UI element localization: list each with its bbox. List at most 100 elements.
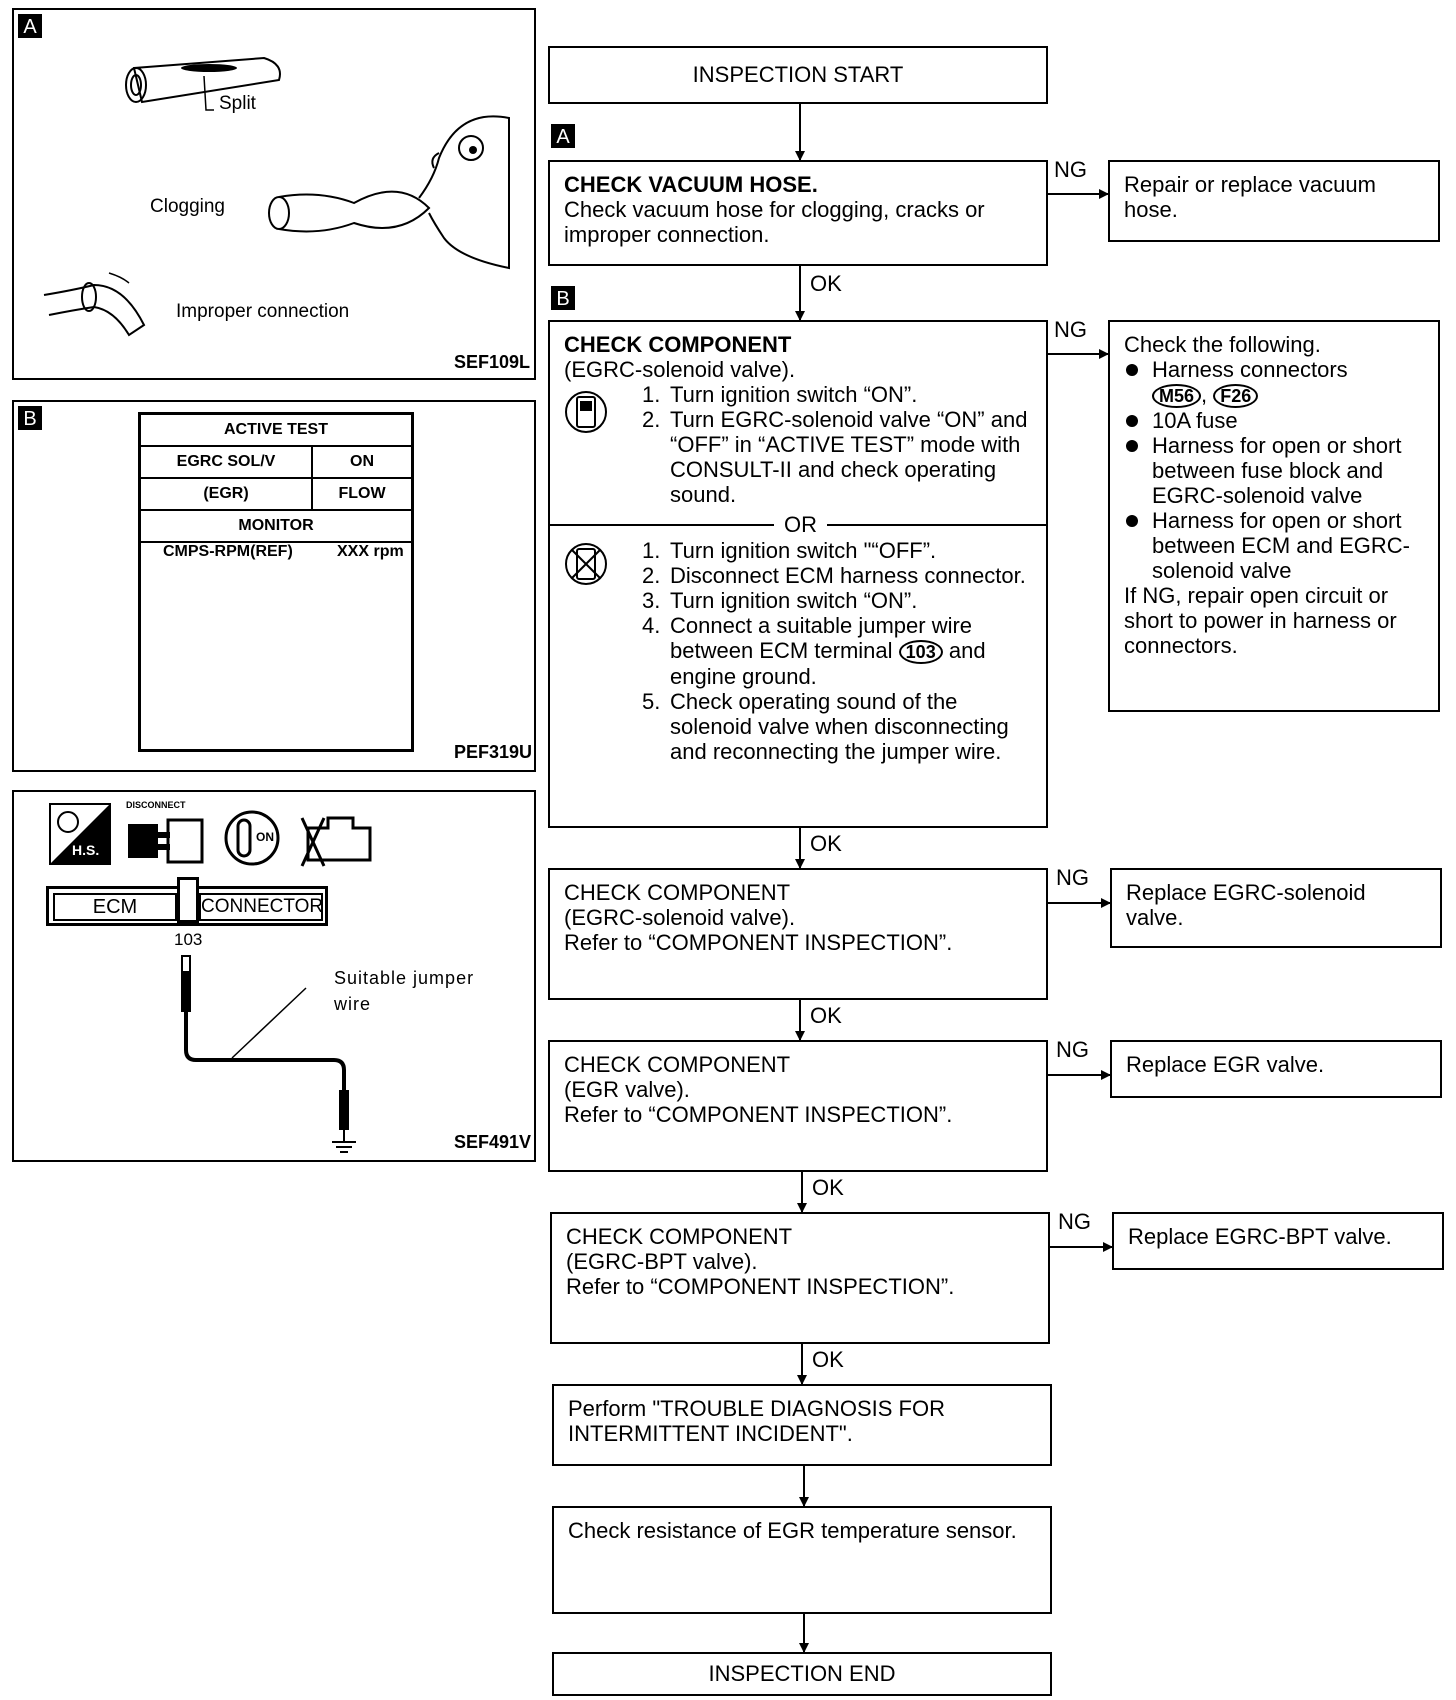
step4-body2: Refer to “COMPONENT INSPECTION”. [564,1102,953,1127]
step4-body1: (EGR valve). [564,1077,690,1102]
no-consult-tool-icon [565,543,607,585]
connector-m56-badge: M56 [1152,384,1202,408]
panel-a-tag: A [18,14,42,38]
ok-label-4: OK [812,1175,844,1200]
check-harness-item-3: Harness for open or short between fuse b… [1124,433,1424,508]
inspection-start-box: INSPECTION START [548,46,1048,104]
check-harness-tail: If NG, repair open circuit or short to p… [1124,583,1397,658]
flow-tag-a: A [551,124,575,148]
or-label: OR [774,512,827,537]
replace-egrc-bpt-text: Replace EGRC-BPT valve. [1128,1224,1392,1249]
method1-step-2: 2.Turn EGRC-solenoid valve “ON” and “OFF… [642,407,1028,507]
check-vacuum-hose-body: Check vacuum hose for clogging, cracks o… [564,197,985,247]
check-harness-list: Harness connectors M56, F26 10A fuse Har… [1124,357,1424,583]
improper-connection-illustration [43,272,146,337]
step5-body2: Refer to “COMPONENT INSPECTION”. [566,1274,955,1299]
panel-b-tag: B [18,406,42,430]
split-label: Split [219,93,256,114]
check-vacuum-hose-title: CHECK VACUUM HOSE. [564,172,818,197]
engine-off-icon [300,816,372,867]
check-harness-box: Check the following. Harness connectors … [1108,320,1440,712]
ok-label-1: OK [810,271,842,296]
hs-icon: H.S. [49,803,111,865]
ng-label-4: NG [1056,1037,1089,1062]
active-test-header: ACTIVE TEST [139,413,413,447]
ignition-key-on-icon [224,810,280,866]
ok-label-2: OK [810,831,842,856]
ok-label-3: OK [810,1003,842,1028]
monitor-value: XXX rpm [337,543,404,560]
method2-step-2: 2.Disconnect ECM harness connector. [642,563,1026,588]
replace-egr-valve-box: Replace EGR valve. [1110,1040,1442,1098]
check-harness-item-1: Harness connectors M56, F26 [1124,357,1424,408]
clogging-illustration [268,115,510,270]
jumper-wire-drawing [181,955,356,1153]
consult-tool-icon [565,391,607,433]
replace-egr-valve-text: Replace EGR valve. [1126,1052,1325,1077]
ecm-terminal-103-badge: 103 [898,640,943,664]
check-harness-item-4: Harness for open or short between ECM an… [1124,508,1424,583]
ng-label-5: NG [1058,1209,1091,1234]
ecm-connector-frame: ECM CONNECTOR [46,877,328,926]
connector-label: CONNECTOR [199,893,323,921]
ng-label-2: NG [1054,317,1087,342]
ecm-label: ECM [53,893,177,921]
check-egrc-solenoid-2-box: CHECK COMPONENT (EGRC-solenoid valve). R… [548,868,1048,1000]
step5-title: CHECK COMPONENT [566,1224,793,1249]
replace-egrc-solenoid-text: Replace EGRC-solenoid valve. [1126,880,1366,930]
jumper-label-line1: Suitable jumper [334,968,475,988]
step3-body2: Refer to “COMPONENT INSPECTION”. [564,930,953,955]
terminal-number: 103 [174,930,203,949]
check-harness-item-2: 10A fuse [1124,408,1424,433]
repair-vacuum-hose-box: Repair or replace vacuum hose. [1108,160,1440,242]
step4-title: CHECK COMPONENT [564,1052,791,1077]
egr-label: (EGR) [139,477,313,511]
disconnect-icon-label: DISCONNECT [126,800,186,810]
clogging-label: Clogging [150,196,225,217]
method2-step-5: 5.Check operating sound of the solenoid … [642,689,1009,764]
hs-icon-label: H.S. [72,842,100,858]
panel-a: A Split Clogging Improper connection SEF… [12,8,536,380]
method2-step-4: 4.Connect a suitable jumper wire between… [642,613,986,689]
step5-body1: (EGRC-BPT valve). [566,1249,758,1274]
ng-label-1: NG [1054,157,1087,182]
panel-a-code: SEF109L [454,352,531,372]
connector-terminal-slot [177,877,199,923]
egr-value: FLOW [311,477,413,511]
inspection-end-box: INSPECTION END [552,1652,1052,1696]
egrc-sol-value: ON [311,445,413,479]
repair-vacuum-hose-text: Repair or replace vacuum hose. [1124,172,1376,222]
step3-body1: (EGRC-solenoid valve). [564,905,796,930]
ignition-on-label: ON [256,830,274,844]
method2-step-3: 3.Turn ignition switch “ON”. [642,588,918,613]
check-egr-valve-box: CHECK COMPONENT (EGR valve). Refer to “C… [548,1040,1048,1172]
check-resistance-text: Check resistance of EGR temperature sens… [568,1518,1017,1543]
vacuum-hose-split-illustration [125,56,281,111]
method1-step-1: 1.Turn ignition switch “ON”. [642,382,918,407]
inspection-start-label: INSPECTION START [692,62,904,87]
connector-f26-badge: F26 [1213,384,1259,408]
inspection-end-label: INSPECTION END [708,1661,896,1686]
monitor-header: MONITOR [139,509,413,543]
improper-connection-label: Improper connection [176,301,350,322]
replace-egrc-bpt-box: Replace EGRC-BPT valve. [1112,1212,1444,1270]
trouble-diagnosis-text: Perform "TROUBLE DIAGNOSIS FOR INTERMITT… [568,1396,945,1446]
check-egrc-bpt-box: CHECK COMPONENT (EGRC-BPT valve). Refer … [550,1212,1050,1344]
panel-b-code: PEF319U [454,742,533,762]
jumper-label-line2: wire [334,994,372,1014]
monitor-item: CMPS-RPM(REF) [163,543,293,560]
method1-list: 1.Turn ignition switch “ON”. 2.Turn EGRC… [642,382,1036,507]
step3-title: CHECK COMPONENT [564,880,791,905]
method2-list: 1.Turn ignition switch "“OFF”. 2.Disconn… [642,538,1036,764]
egrc-sol-label: EGRC SOL/V [139,445,313,479]
flow-tag-b: B [551,286,575,310]
replace-egrc-solenoid-box: Replace EGRC-solenoid valve. [1110,868,1442,948]
method2-step-1: 1.Turn ignition switch "“OFF”. [642,538,937,563]
ok-label-5: OK [812,1347,844,1372]
check-egrc-solenoid-box: CHECK COMPONENT (EGRC-solenoid valve). 1… [548,320,1048,828]
ng-label-3: NG [1056,865,1089,890]
check-harness-head: Check the following. [1124,332,1321,357]
panel-c: H.S. DISCONNECT ON ECM CONNECTOR 103 Sui… [12,790,536,1162]
check-egrc-subtitle: (EGRC-solenoid valve). [564,357,796,382]
